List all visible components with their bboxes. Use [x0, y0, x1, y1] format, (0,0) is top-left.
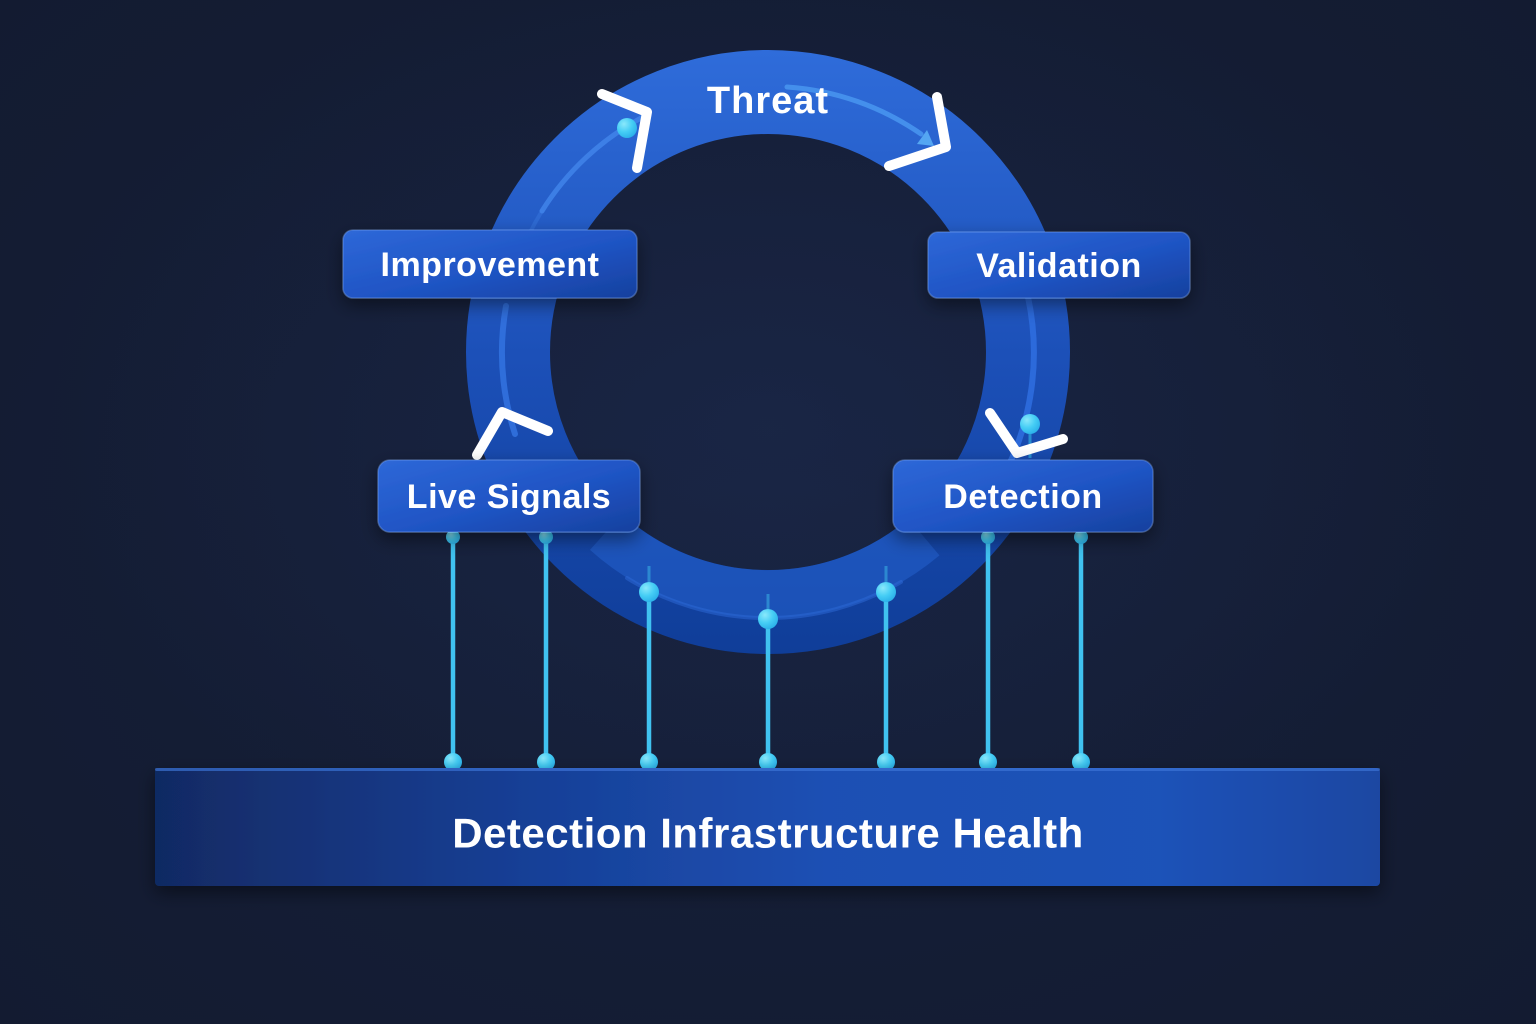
stage-improvement: Improvement — [342, 229, 638, 299]
connector-bottom-dots — [444, 753, 1090, 771]
chevron-top-right-icon — [884, 92, 951, 171]
connector-dot — [759, 753, 777, 771]
connector-dot — [876, 582, 896, 602]
foundation-bar-box — [155, 768, 1380, 886]
connector-lines — [450, 537, 1084, 764]
ring-marker-dot — [1020, 414, 1040, 434]
foundation-bar-highlight — [155, 768, 1380, 771]
foundation-bar — [155, 768, 1380, 886]
chevron-top-left-icon — [597, 89, 652, 173]
swoosh-top-right — [784, 84, 924, 137]
connector-dot — [639, 582, 659, 602]
stage-detection: Detection — [892, 459, 1154, 533]
stage-validation-box — [927, 231, 1191, 299]
ring-inner-highlight — [589, 513, 940, 619]
swoosh-right — [1000, 294, 1037, 480]
connector-dot — [446, 530, 460, 544]
connector-dot — [877, 753, 895, 771]
swoosh-left — [499, 303, 518, 437]
connector-dot — [537, 753, 555, 771]
stage-live-signals-label: Live Signals — [407, 478, 611, 516]
connector-top-dots — [446, 530, 1088, 629]
foundation-bar-label: Detection Infrastructure Health — [452, 810, 1084, 857]
connector-dot — [640, 753, 658, 771]
stage-live-signals: Live Signals — [377, 459, 641, 533]
stage-improvement-label: Improvement — [381, 246, 600, 284]
stage-validation-label: Validation — [976, 247, 1142, 285]
foundation-connectors — [444, 530, 1090, 771]
stage-labels: Improvement Validation Live Signals Dete… — [342, 229, 1191, 533]
connector-dot — [539, 530, 553, 544]
connector-dot — [1072, 753, 1090, 771]
direction-arrows — [472, 89, 1068, 460]
stage-threat-label: Threat — [707, 80, 829, 122]
connector-stems — [647, 566, 888, 609]
ring-marker-dot — [617, 118, 637, 138]
stage-validation: Validation — [927, 231, 1191, 299]
connector-dot — [444, 753, 462, 771]
stage-live-signals-box — [377, 459, 641, 533]
chevron-right-icon — [985, 408, 1068, 458]
stage-detection-label: Detection — [943, 478, 1102, 516]
swoosh-arrowhead-icon — [917, 130, 934, 146]
connector-dot — [758, 609, 778, 629]
chevron-left-icon — [472, 407, 553, 460]
connector-dot — [1074, 530, 1088, 544]
stage-detection-box — [892, 459, 1154, 533]
stage-improvement-box — [342, 229, 638, 299]
cycle-ring — [466, 50, 1070, 654]
connector-dot — [981, 530, 995, 544]
connector-dot — [979, 753, 997, 771]
